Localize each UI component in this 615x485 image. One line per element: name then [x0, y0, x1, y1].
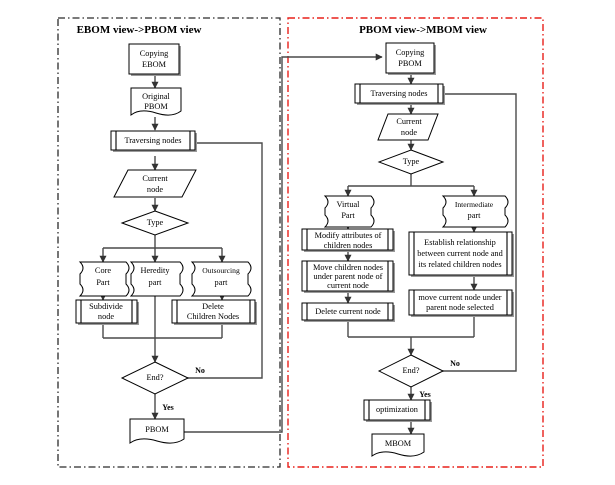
node-delete-children-nodes[interactable]: Delete Children Nodes	[171, 299, 257, 325]
node-label: Move children nodes	[313, 263, 383, 272]
node-virtual-part[interactable]: Virtual Part	[323, 195, 375, 228]
node-label: Children Nodes	[187, 312, 239, 321]
node-optimization[interactable]: optimization	[363, 399, 432, 422]
node-label: parent node selected	[426, 303, 495, 312]
node-label: PBOM	[144, 102, 168, 111]
node-label: Original	[142, 92, 170, 101]
node-label: PBOM	[145, 425, 169, 434]
node-original-pbom[interactable]: Original PBOM	[130, 87, 182, 117]
node-label: move current node under	[418, 293, 501, 302]
node-subdivide-node[interactable]: Subdivide node	[75, 299, 139, 325]
node-label: Intermediate	[455, 200, 494, 209]
node-copying-pbom[interactable]: Copying PBOM	[385, 42, 436, 75]
node-label: node	[98, 312, 114, 321]
node-label: Delete current node	[315, 307, 381, 316]
node-label: Part	[96, 278, 110, 287]
node-label: Virtual	[336, 200, 360, 209]
node-label: Core	[95, 266, 111, 275]
edge-label-left-no: No	[195, 366, 205, 375]
node-label: Current	[142, 174, 168, 183]
node-label: Outsourcing	[202, 266, 240, 275]
node-delete-current-node[interactable]: Delete current node	[301, 302, 395, 322]
node-right-traversing-nodes[interactable]: Traversing nodes	[354, 83, 445, 105]
node-label: End?	[146, 373, 163, 382]
node-label: Traversing nodes	[124, 136, 181, 145]
panel-border-left	[57, 17, 281, 468]
node-label: Establish relationship	[424, 238, 496, 247]
node-label: Subdivide	[89, 302, 123, 311]
node-label: Copying	[396, 48, 425, 57]
node-label: Modify attributes of	[315, 231, 382, 240]
node-label: Type	[147, 218, 164, 227]
node-label: PBOM	[398, 59, 422, 68]
node-move-current-node[interactable]: move current node under parent node sele…	[408, 289, 514, 317]
edge-label-right-yes: Yes	[419, 390, 431, 399]
edge-label-left-yes: Yes	[162, 403, 174, 412]
node-label: current node	[327, 281, 369, 290]
node-copying-ebom[interactable]: Copying EBOM	[128, 43, 181, 76]
panel-title-right: PBOM view->MBOM view	[359, 24, 487, 36]
node-label: part	[468, 211, 482, 220]
node-left-end[interactable]: End?	[120, 361, 190, 395]
node-label: node	[401, 128, 417, 137]
node-mbom[interactable]: MBOM	[371, 433, 425, 457]
node-label: Type	[403, 157, 420, 166]
node-right-current-node[interactable]: Current node	[377, 113, 439, 141]
node-left-traversing-nodes[interactable]: Traversing nodes	[110, 130, 197, 152]
node-label: between current node and	[417, 249, 503, 258]
panel-title-left: EBOM view->PBOM view	[77, 24, 202, 36]
node-pbom[interactable]: PBOM	[129, 418, 185, 444]
node-establish-relationship[interactable]: Establish relationship between current n…	[408, 231, 514, 277]
node-label: part	[149, 278, 163, 287]
node-label: part	[215, 278, 229, 287]
node-label: children nodes	[324, 241, 373, 250]
node-intermediate-part[interactable]: Intermediate part	[441, 195, 509, 228]
node-label: optimization	[376, 405, 419, 414]
node-left-type[interactable]: Type	[120, 210, 190, 236]
node-right-type[interactable]: Type	[377, 149, 445, 175]
node-label: node	[147, 185, 163, 194]
node-label: Copying	[140, 49, 169, 58]
right-connectors	[344, 73, 517, 435]
edge-label-right-no: No	[450, 359, 460, 368]
node-label: Part	[341, 211, 355, 220]
node-left-current-node[interactable]: Current node	[113, 169, 197, 198]
node-modify-attributes[interactable]: Modify attributes of children nodes	[301, 228, 395, 252]
node-heredity-part[interactable]: Heredity part	[129, 261, 184, 297]
node-label: Current	[396, 117, 422, 126]
node-right-end[interactable]: End?	[377, 354, 445, 388]
node-label: Traversing nodes	[370, 89, 427, 98]
node-move-children-nodes[interactable]: Move children nodes under parent node of…	[301, 260, 395, 293]
node-label: its related children nodes	[418, 260, 501, 269]
node-label: MBOM	[385, 439, 412, 448]
node-label: EBOM	[142, 60, 167, 69]
node-core-part[interactable]: Core Part	[78, 261, 130, 297]
panel-border-right	[287, 17, 544, 468]
node-label: Heredity	[140, 266, 170, 275]
node-label: under parent node of	[314, 272, 383, 281]
node-label: Delete	[202, 302, 224, 311]
node-label: End?	[402, 366, 419, 375]
node-outsourcing-part[interactable]: Outsourcing part	[190, 261, 252, 297]
